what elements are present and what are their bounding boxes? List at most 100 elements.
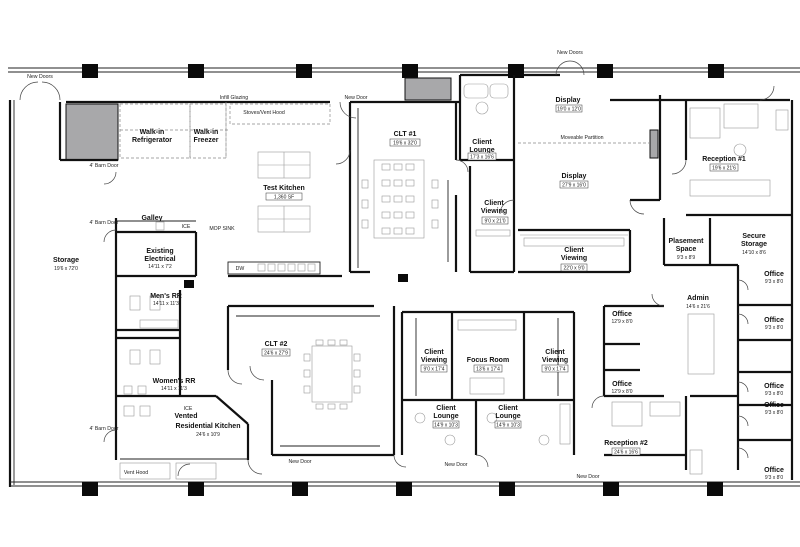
top-client-rooms [458, 75, 516, 274]
column [398, 274, 408, 282]
column [603, 482, 619, 496]
dw-note: DW [236, 266, 245, 272]
test-kitchen-dim: 1,360 SF [274, 195, 294, 201]
reception1-label: Reception #1 [702, 156, 746, 163]
new-door-top-note: New Door [344, 95, 367, 101]
mop-sink-note: MOP SINK [209, 226, 235, 232]
office-r3-label: Office [764, 383, 784, 390]
office-r1-label: Office [764, 271, 784, 278]
office-r1-dim: 9'3 x 8'0 [765, 279, 784, 285]
middle-rooms [400, 310, 576, 455]
new-doors-top-note: New Doors [557, 50, 583, 56]
barn-door-bot-note: 4' Barn Door [90, 426, 119, 432]
admin-label: Admin [687, 295, 709, 302]
column [292, 482, 308, 496]
storage-dim: 19'6 x 72'0 [54, 266, 78, 272]
office-r2-dim: 9'3 x 8'0 [765, 325, 784, 331]
client-viewing-right-dim: 22'0 x 9'0 [563, 266, 584, 272]
reception2-label: Reception #2 [604, 440, 648, 447]
vented-kitchen-dim: 24'6 x 10'9 [196, 432, 220, 438]
door-swings [19, 60, 775, 477]
clt2-dim: 24'6 x 27'9 [264, 351, 288, 357]
womens-rr-dim: 14'11 x 11'3 [161, 386, 187, 392]
admin-dim: 14'6 x 21'6 [686, 304, 710, 310]
existing-elec-dim: 14'11 x 7'2 [148, 264, 172, 270]
new-door-b2-note: New Door [444, 462, 467, 468]
column [396, 482, 412, 496]
column [296, 64, 312, 78]
clt2-room [226, 304, 396, 457]
shaft [65, 103, 119, 161]
column [499, 482, 515, 496]
mens-rr-dim: 14'11 x 11'3 [153, 301, 179, 307]
display-main-dim: 27'9 x 16'0 [562, 183, 586, 189]
admin-wing-top [602, 218, 792, 470]
lounge-b2-dim: 14'9 x 10'3 [496, 423, 520, 429]
plan-notes: New Doors New Doors Infill Glazing Stove… [27, 50, 600, 480]
display-top-dim: 19'0 x 12'0 [557, 107, 581, 113]
clt1-label: CLT #1 [394, 131, 417, 138]
office-left1-label: Office [612, 311, 632, 318]
infill-glazing-note: Infill Glazing [220, 95, 248, 101]
office-left2-dim: 12'9 x 8'0 [611, 389, 632, 395]
display-top-label: Display [556, 97, 581, 104]
column [188, 482, 204, 496]
column [184, 280, 194, 288]
new-doors-left-note: New Doors [27, 74, 53, 80]
column [82, 482, 98, 496]
mens-rr-label: Men's RR [150, 293, 182, 300]
reception2-room [604, 401, 703, 475]
column [707, 482, 723, 496]
reception1-dim: 19'6 x 21'6 [712, 166, 736, 172]
barn-door-mid-note: 4' Barn Door [90, 220, 119, 226]
shaft [404, 77, 452, 101]
moveable-partition-note: Moveable Partition [561, 135, 604, 141]
clt2-label: CLT #2 [265, 341, 288, 348]
display-main-label: Display [562, 173, 587, 180]
barn-door-top-note: 4' Barn Door [90, 163, 119, 169]
secure-storage-dim: 14'10 x 8'6 [742, 250, 766, 256]
display-rooms [518, 95, 662, 274]
service-core [58, 102, 250, 480]
office-r4-dim: 9'3 x 8'0 [765, 410, 784, 416]
client-viewing-top-dim: 9'0 x 21'0 [484, 219, 505, 225]
womens-rr-label: Women's RR [153, 378, 196, 385]
office-r3-dim: 9'3 x 8'0 [765, 391, 784, 397]
cv-mid1-dim: 9'0 x 17'4 [423, 367, 444, 373]
placement-dim: 9'3 x 8'9 [677, 255, 696, 261]
clt1-room [348, 102, 458, 274]
new-door-b1-note: New Door [288, 459, 311, 465]
partition-post [649, 129, 659, 159]
clt1-dim: 19'6 x 32'0 [393, 141, 417, 147]
column [82, 64, 98, 78]
office-r2-label: Office [764, 317, 784, 324]
galley-label: Galley [141, 215, 162, 222]
office-r5-label: Office [764, 467, 784, 474]
columns [82, 64, 724, 496]
reception2-dim: 24'6 x 16'6 [614, 450, 638, 456]
column [188, 64, 204, 78]
column [402, 64, 418, 78]
storage-label: Storage [53, 257, 79, 264]
office-r5-dim: 9'3 x 8'0 [765, 475, 784, 481]
ice1-note: ICE [182, 224, 191, 230]
column [508, 64, 524, 78]
vent-hood-note: Vent Hood [124, 470, 148, 476]
office-r4-label: Office [764, 402, 784, 409]
office-left2-label: Office [612, 381, 632, 388]
client-lounge-top-dim: 17'3 x 16'6 [470, 155, 494, 161]
